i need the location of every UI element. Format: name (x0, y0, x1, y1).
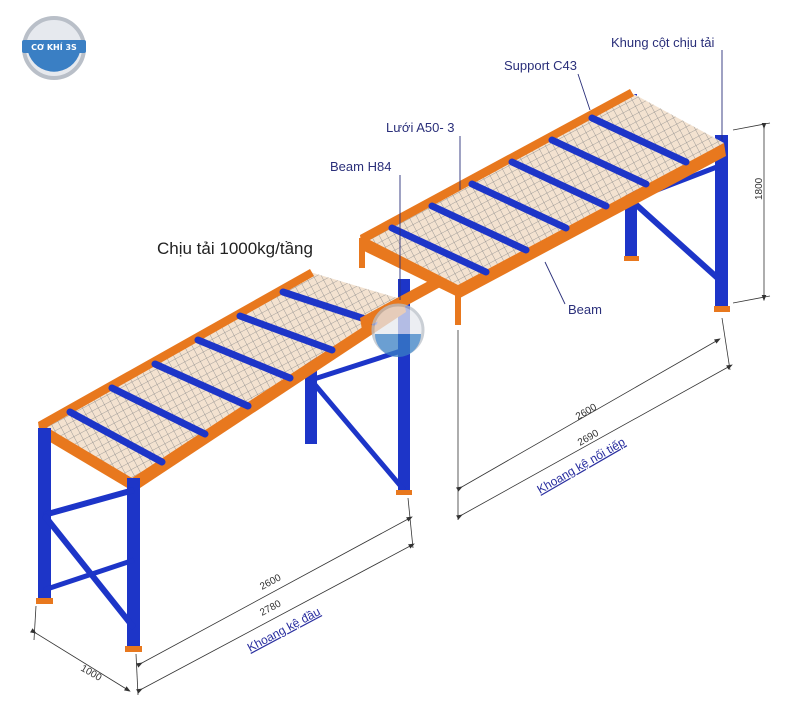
supports-right (388, 114, 690, 276)
beam-front-left (132, 300, 406, 492)
supports-left (66, 288, 378, 466)
dim-right-inner: 2600 (574, 402, 599, 423)
dim-left-inner: 2600 (258, 572, 283, 592)
dim-depth: 1000 (79, 663, 104, 684)
load-capacity-label: Chịu tải 1000kg/tầng (157, 239, 313, 258)
beam-back-left (38, 269, 314, 430)
upright-back-right-2 (715, 135, 728, 310)
brand-logo: CƠ KHÍ 3S (22, 16, 86, 80)
frame-label: Khung cột chịu tải (611, 35, 714, 50)
next-bay-rack (359, 89, 730, 325)
support-label: Support C43 (504, 58, 577, 73)
beam-front-right (458, 143, 726, 298)
beam-h84-label: Beam H84 (330, 159, 391, 174)
leader-lines (399, 50, 723, 305)
watermark-logo (371, 303, 425, 357)
first-bay-rack (36, 269, 412, 652)
brand-name: CƠ KHÍ 3S (31, 41, 77, 52)
section-first-bay: Khoang kệ đầu (245, 604, 323, 654)
beam-label: Beam (568, 302, 602, 317)
dimension-lines (30, 122, 771, 696)
mesh-label: Lưới A50- 3 (386, 120, 455, 135)
dim-right-outer: 2690 (576, 428, 601, 449)
dim-height: 1800 (754, 177, 765, 200)
